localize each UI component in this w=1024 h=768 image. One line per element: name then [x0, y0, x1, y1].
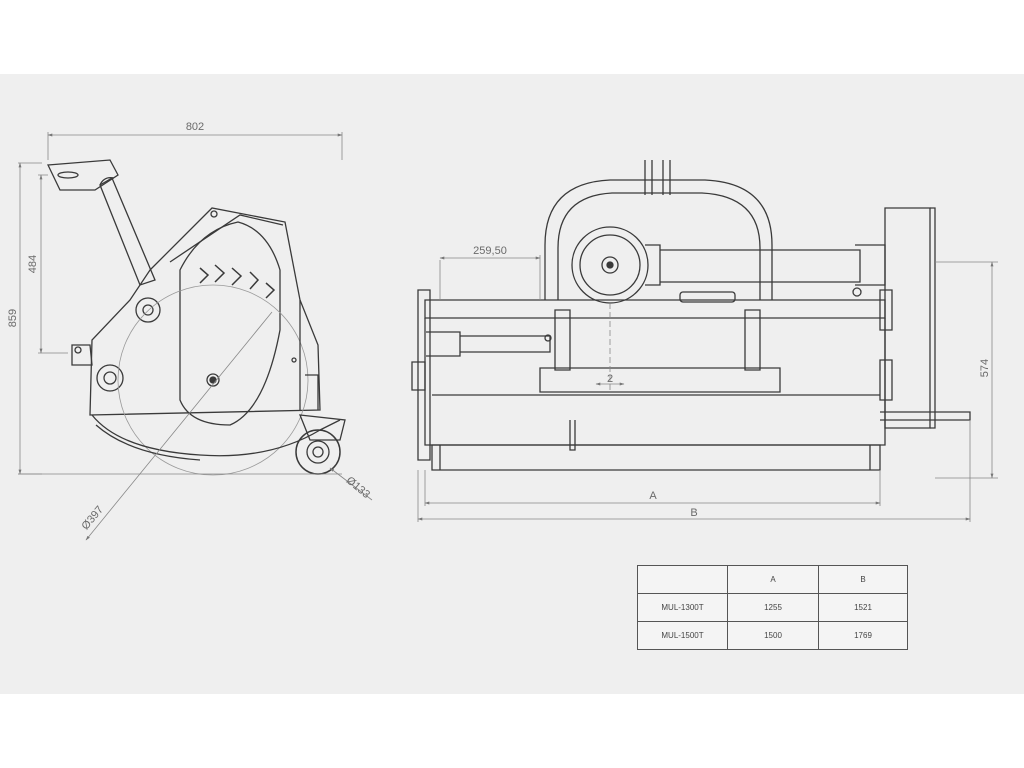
upper-pivot: [135, 297, 161, 323]
front-view: [411, 160, 971, 471]
dim-width-a: A: [649, 490, 657, 502]
row-model: MUL-1500T: [637, 621, 728, 650]
main-beam: [424, 299, 886, 319]
roller: [295, 429, 341, 475]
top-hitch-plate: [47, 159, 119, 191]
hitch-posts: [644, 160, 671, 195]
dim-overall-length: 802: [186, 121, 204, 133]
dim-overall-height: 859: [7, 309, 19, 327]
rotor-circle: [117, 284, 309, 476]
table-row: MUL-1300T 1255 1521: [637, 593, 908, 622]
chevron-marks: [199, 264, 276, 299]
rotor-hub: [206, 373, 220, 387]
dim-center-mark: 2: [607, 373, 613, 385]
front-view-dimensions: [417, 255, 998, 522]
bottom-hood: [91, 414, 341, 457]
dim-rotor-diameter: Ø397: [79, 504, 105, 532]
hitch-arm: [99, 177, 156, 286]
row-a: 1255: [727, 593, 819, 622]
side-view: [47, 159, 346, 476]
row-b: 1769: [818, 621, 908, 650]
lower-pivot: [96, 364, 124, 392]
header-model: [637, 565, 728, 594]
dim-width-b: B: [690, 507, 697, 519]
header-a: A: [727, 565, 819, 594]
row-b: 1521: [818, 593, 908, 622]
dim-hitch-height: 484: [27, 255, 39, 273]
model-dimension-table: A B MUL-1300T 1255 1521 MUL-1500T 1500 1…: [637, 565, 908, 650]
rear-roller: [431, 444, 881, 471]
table-header-row: A B: [637, 565, 908, 594]
belt-cover: [179, 221, 281, 426]
dim-offset: 259,50: [473, 245, 507, 257]
dim-height-right: 574: [979, 359, 991, 377]
table-row: MUL-1500T 1500 1769: [637, 621, 908, 650]
side-view-dimensions: [18, 132, 373, 541]
drive-shaft: [660, 249, 861, 283]
a-frame-outer: [544, 179, 773, 300]
rotor-housing: [424, 318, 886, 446]
row-a: 1500: [727, 621, 819, 650]
row-model: MUL-1300T: [637, 593, 728, 622]
a-frame-inner: [557, 192, 761, 300]
header-b: B: [818, 565, 908, 594]
housing-body: [89, 207, 321, 416]
